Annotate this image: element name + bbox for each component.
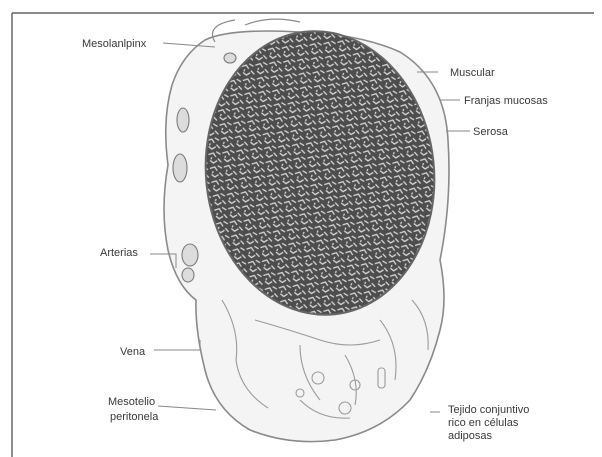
label-peritonela: peritonela: [110, 411, 159, 423]
label-franjas-mucosas: Franjas mucosas: [464, 95, 548, 107]
label-adiposas: adiposas: [448, 430, 493, 442]
label-arterias: Arterias: [100, 247, 138, 259]
label-tejido-conjuntivo: Tejido conjuntivo: [448, 404, 529, 416]
label-mesosalpinx: Mesolanlpinx: [82, 38, 147, 50]
label-vena: Vena: [120, 346, 146, 358]
label-mesotelio: Mesotelio: [108, 396, 155, 408]
label-serosa: Serosa: [473, 126, 509, 138]
label-muscular: Muscular: [450, 67, 495, 79]
label-rico-en-celulas: rico en células: [448, 417, 519, 429]
